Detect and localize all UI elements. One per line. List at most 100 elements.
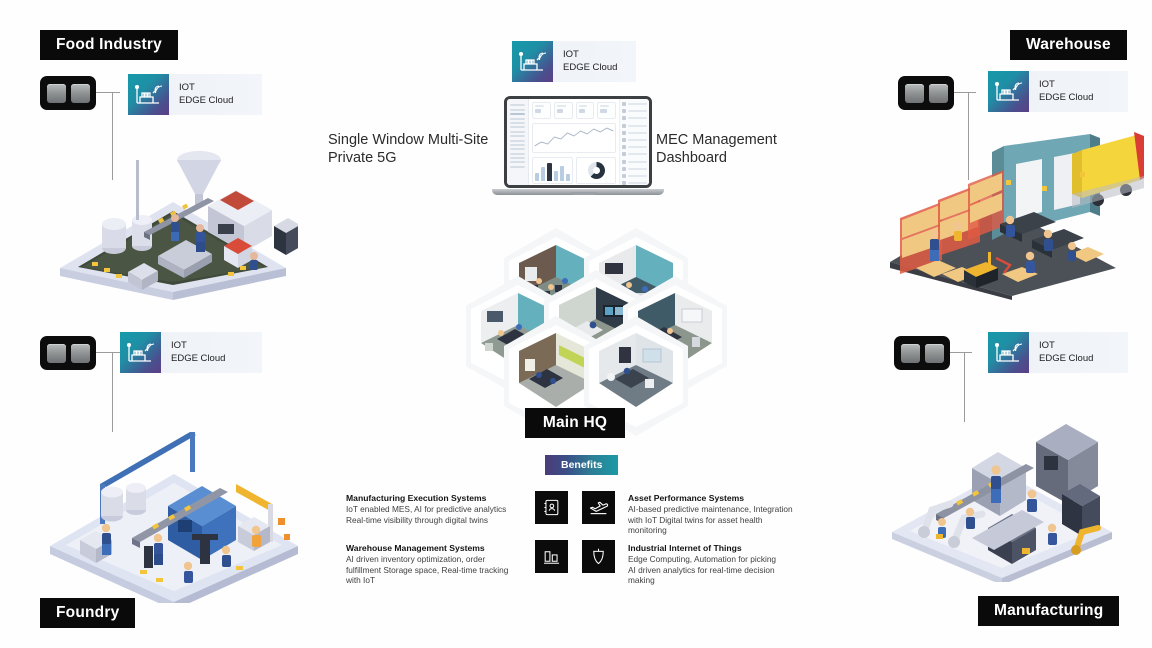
benefits-badge-label: Benefits (561, 459, 603, 471)
nav-item (510, 121, 525, 124)
trend-line-chart (532, 123, 616, 153)
illustration-food-industry (48, 140, 300, 305)
benefit-body: AI-based predictive maintenance, Integra… (628, 504, 793, 536)
nav-item (510, 143, 525, 146)
main-hq-hex-cluster (466, 228, 727, 436)
connector-line (112, 352, 122, 432)
benefit-warehouse-management-systems: Warehouse Management Systems AI driven i… (346, 543, 536, 586)
nav-item (510, 130, 525, 133)
iot-title: IOT (179, 82, 195, 93)
kpi-row (532, 102, 616, 119)
iot-edge-cloud-badge-manufacturing: IOT EDGE Cloud (988, 332, 1128, 373)
nav-item (510, 126, 525, 129)
activity-row (622, 123, 647, 128)
donut (587, 162, 605, 179)
factory-antenna-icon (120, 332, 161, 373)
benefit-title: Manufacturing Execution Systems (346, 493, 487, 503)
laptop-screen (504, 96, 652, 188)
nav-item (510, 152, 525, 155)
gateway-device-manufacturing (894, 336, 950, 370)
nav-item-active (510, 113, 525, 116)
dashboard-body (529, 99, 619, 185)
site-label: Food Industry (56, 36, 162, 53)
nav-item (510, 165, 525, 168)
activity-row (622, 166, 647, 171)
gateway-puck (70, 83, 90, 103)
acorn-shield-icon (582, 540, 615, 573)
site-plate-manufacturing: Manufacturing (978, 596, 1120, 626)
benefit-title: Warehouse Management Systems (346, 543, 485, 553)
dashboard-mockup (507, 99, 649, 185)
iot-title: IOT (1039, 79, 1055, 90)
airplane-takeoff-icon (582, 491, 615, 524)
laptop-base (492, 189, 664, 195)
illustration-manufacturing (876, 382, 1128, 585)
gateway-puck (904, 83, 924, 103)
main-hq-label: Main HQ (542, 414, 608, 431)
bar (535, 172, 540, 181)
connector-line (96, 352, 120, 353)
bar-chart-icon (535, 540, 568, 573)
activity-row (622, 152, 647, 157)
connector-line (96, 92, 120, 93)
donut-chart-widget (576, 157, 616, 184)
site-plate-warehouse: Warehouse (1010, 30, 1127, 60)
iot-subtitle: EDGE Cloud (1039, 352, 1094, 364)
dashboard-sidebar (507, 99, 529, 185)
gateway-puck (46, 83, 66, 103)
factory-antenna-icon (128, 74, 169, 115)
benefits-badge: Benefits (545, 455, 619, 475)
benefit-body: Edge Computing, Automation for picking A… (628, 554, 777, 586)
bar (547, 162, 552, 181)
lower-charts (532, 157, 616, 184)
mec-dashboard-laptop (492, 96, 664, 195)
iot-edge-cloud-badge-center: IOT EDGE Cloud (512, 41, 636, 82)
activity-row (622, 109, 647, 114)
iot-edge-cloud-badge-foundry: IOT EDGE Cloud (120, 332, 262, 373)
bar (541, 167, 546, 181)
activity-row (622, 145, 647, 150)
iot-subtitle: EDGE Cloud (563, 61, 618, 73)
activity-row (622, 181, 647, 185)
caption-mec-dashboard: MEC Management Dashboard (656, 132, 777, 166)
activity-row (622, 137, 647, 142)
iot-title: IOT (171, 340, 187, 351)
connector-line (954, 92, 976, 93)
nav-item (510, 139, 525, 142)
iot-title: IOT (1039, 340, 1055, 351)
kpi-card (597, 102, 616, 119)
connector-line (968, 92, 978, 180)
laptop-notch (571, 192, 597, 195)
contact-book-icon (535, 491, 568, 524)
factory-antenna-icon (988, 71, 1029, 112)
nav-item (510, 157, 525, 160)
benefit-title: Industrial Internet of Things (628, 543, 742, 553)
kpi-card (575, 102, 595, 119)
illustration-warehouse (876, 128, 1144, 300)
benefit-body: AI driven inventory optimization, order … (346, 554, 509, 586)
dashboard-activity-list (619, 99, 649, 185)
gateway-puck (928, 83, 948, 103)
nav-item (510, 104, 525, 107)
nav-item (510, 148, 525, 151)
nav-item (510, 108, 525, 111)
iot-subtitle: EDGE Cloud (179, 94, 234, 106)
iot-edge-cloud-badge-warehouse: IOT EDGE Cloud (988, 71, 1128, 112)
gateway-puck (900, 343, 920, 363)
iot-subtitle: EDGE Cloud (1039, 91, 1094, 103)
nav-item (510, 117, 525, 120)
iot-edge-cloud-badge-food-industry: IOT EDGE Cloud (128, 74, 262, 115)
benefit-title: Asset Performance Systems (628, 493, 745, 503)
illustration-foundry (40, 388, 308, 610)
gateway-puck (70, 343, 90, 363)
gateway-puck (924, 343, 944, 363)
benefit-asset-performance-systems: Asset Performance Systems AI-based predi… (628, 493, 818, 536)
site-label: Foundry (56, 604, 120, 621)
site-label: Warehouse (1026, 36, 1111, 53)
activity-row (622, 116, 647, 121)
activity-row (622, 130, 647, 135)
activity-row (622, 102, 647, 106)
iot-subtitle: EDGE Cloud (171, 352, 226, 364)
kpi-card (532, 102, 551, 119)
benefit-manufacturing-execution-systems: Manufacturing Execution Systems IoT enab… (346, 493, 536, 525)
